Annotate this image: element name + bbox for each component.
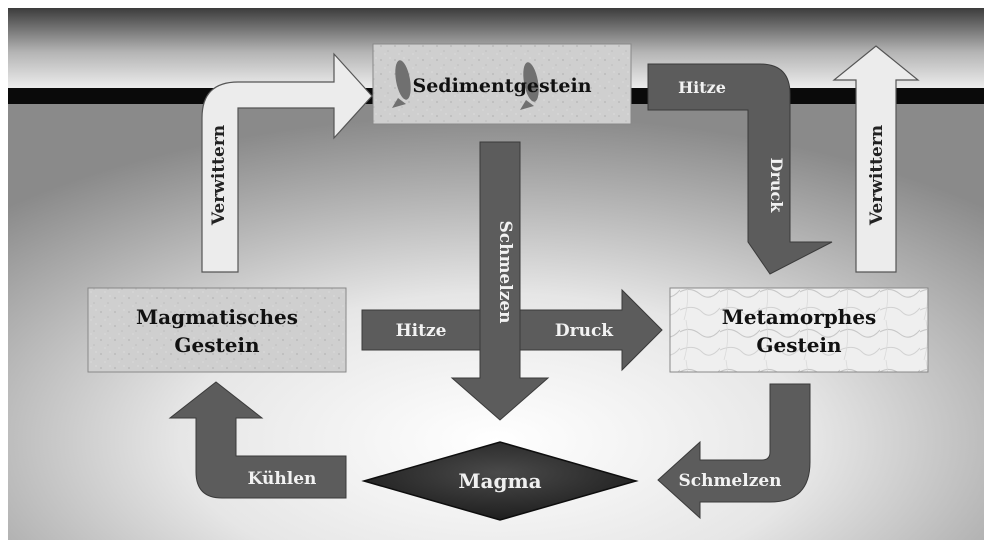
magmatisches-label-line1: Magmatisches <box>136 305 298 329</box>
sedimentgestein-label: Sedimentgestein <box>412 75 591 97</box>
verwittern-right-label: Verwittern <box>867 125 887 226</box>
kuehlen-arrow <box>168 381 347 499</box>
schmelzen-center-arrow <box>450 141 550 421</box>
metamorphes-label-line1: Metamorphes <box>722 305 877 329</box>
metamorphes-gestein-box <box>669 287 929 373</box>
magmatisches-label-line2: Gestein <box>174 333 260 357</box>
magmatisches-gestein-box <box>87 287 347 373</box>
verwittern-right-arrow <box>832 45 920 273</box>
schmelzen-bottom-label: Schmelzen <box>678 471 781 491</box>
verwittern-left-arrow <box>201 52 373 273</box>
magma-diamond <box>361 441 639 521</box>
verwittern-left-label: Verwittern <box>209 125 229 226</box>
sedimentgestein-box <box>372 43 632 125</box>
metamorphes-label-line2: Gestein <box>756 333 842 357</box>
hitze-top-label: Hitze <box>678 78 726 97</box>
hitze-middle-label: Hitze <box>396 321 447 341</box>
magma-label: Magma <box>458 469 541 493</box>
schmelzen-center-label: Schmelzen <box>495 220 515 323</box>
fish-fossil-icon <box>392 60 411 108</box>
schmelzen-bottom-arrow <box>657 383 811 520</box>
fish-fossil-icon-2 <box>520 62 539 110</box>
druck-right-label: Druck <box>767 158 786 214</box>
druck-middle-label: Druck <box>555 321 614 341</box>
hitze-druck-arrow <box>647 63 833 275</box>
kuehlen-label: Kühlen <box>248 469 317 489</box>
